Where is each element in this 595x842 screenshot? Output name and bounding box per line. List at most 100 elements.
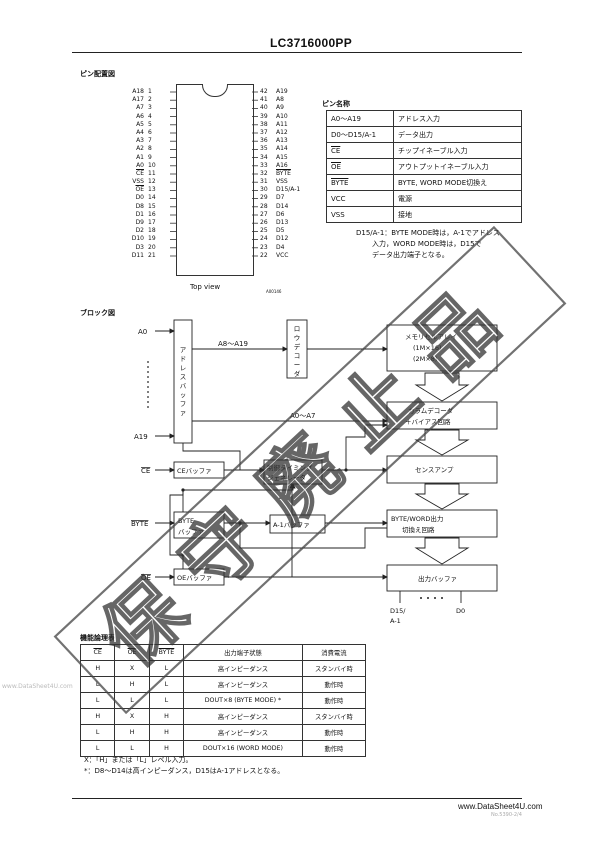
left-pin: A3 7 (114, 137, 162, 145)
pin-number: 8 (148, 145, 152, 153)
function-note-1: X：「H」または「L」レベル入力。 (84, 756, 193, 764)
address-buffer-label-char: ァ (180, 409, 187, 417)
function-cell: L (148, 692, 185, 709)
pin-name: A8 (276, 96, 284, 104)
pin-name: A18 (132, 88, 144, 95)
signal-ce: CE (141, 467, 150, 475)
pin-number: 14 (148, 194, 156, 202)
footer-site[interactable]: www.DataSheet4U.com (458, 802, 543, 811)
function-header-cell: OE (114, 644, 150, 661)
out-d0: D0 (456, 607, 465, 615)
timing-gen-label-1: 制御タイミング (267, 463, 313, 472)
pin-number: 7 (148, 137, 152, 145)
left-pin: VSS 12 (114, 178, 162, 186)
pin-name: A13 (276, 137, 288, 145)
address-dot (147, 361, 149, 363)
pin-name: A14 (276, 145, 288, 153)
pin-number: 9 (148, 153, 152, 161)
row-decoder-label-char: ロ (294, 325, 301, 333)
pin-name: CE (136, 169, 144, 177)
oe-buffer-label: OEバッファ (177, 574, 212, 582)
left-pin: A2 8 (114, 145, 162, 153)
signal-a19: A19 (134, 433, 148, 441)
function-cell: X (114, 708, 150, 725)
memory-array-label-1: メモリセルアレイ (405, 333, 457, 341)
byte-buffer-label-1: BYTE (178, 517, 194, 525)
pin-name: D9 (135, 219, 144, 226)
footer-rule (72, 798, 522, 799)
pin-name: BYTE (276, 169, 291, 177)
function-table-title: 機能論理表 (80, 634, 115, 642)
pin-number: 12 (148, 178, 156, 186)
pin-names-title: ピン名称 (322, 100, 350, 108)
pin-number: 6 (148, 128, 152, 136)
address-dot (147, 386, 149, 388)
address-dot (147, 371, 149, 373)
function-cell: 動作時 (301, 740, 367, 757)
pin-cell: VSS (326, 206, 394, 223)
left-pin: CE 11 (114, 170, 162, 178)
pin-name: A4 (136, 128, 144, 136)
function-cell: L (79, 676, 116, 693)
address-buffer-label-char: レ (180, 364, 187, 372)
function-cell: 動作時 (301, 692, 367, 709)
signal-oe: OE (141, 574, 151, 582)
address-buffer-label-char: ア (180, 346, 187, 354)
pin-name: D7 (276, 194, 285, 202)
pin-name: A2 (136, 145, 144, 153)
pin-name: A7 (136, 104, 144, 112)
a1-buffer-label: A-1バッファ (273, 521, 310, 529)
pin-number: 11 (148, 169, 156, 177)
function-cell: H (148, 740, 185, 757)
pin-name: VSS (276, 178, 288, 186)
pinout-title: ピン配置図 (80, 70, 115, 78)
memory-array-label-2: (1M×16) (413, 344, 442, 352)
function-cell: H (148, 724, 185, 741)
function-cell: H (148, 708, 185, 725)
pin-number: 32 (260, 169, 268, 177)
function-cell: H (79, 660, 116, 677)
timing-gen-label-2: ジェネレータ (267, 473, 306, 482)
address-dot (147, 396, 149, 398)
pin-name: A3 (136, 137, 144, 145)
pin-number: 34 (260, 153, 268, 161)
pin-name: A6 (136, 112, 144, 120)
function-cell: 動作時 (301, 724, 367, 741)
function-cell: L (114, 692, 150, 709)
address-buffer-label-char: ッ (180, 391, 187, 399)
byte-buffer-label-2: バッファ (178, 528, 204, 536)
function-cell: L (79, 692, 116, 709)
header-rule (72, 52, 522, 53)
function-cell: H (79, 708, 116, 725)
pin-number: 35 (260, 145, 268, 153)
function-notes: X：「H」または「L」レベル入力。 *：D8～D14は高インピーダンス，D15は… (84, 755, 284, 777)
pin-name: VSS (132, 178, 144, 186)
function-cell: 動作時 (301, 676, 367, 693)
row-decoder-label-char: コ (294, 352, 301, 360)
out-d15: D15/ (390, 607, 406, 615)
function-cell: DOUT×8 (BYTE MODE) * (183, 692, 303, 709)
function-cell: 高インピーダンス (183, 676, 303, 693)
address-dot (147, 381, 149, 383)
output-buffer-label: 出力バッファ (418, 574, 457, 583)
column-decoder-label-1: カラムデコーダ (408, 406, 454, 415)
pin-name: A15 (276, 153, 288, 161)
